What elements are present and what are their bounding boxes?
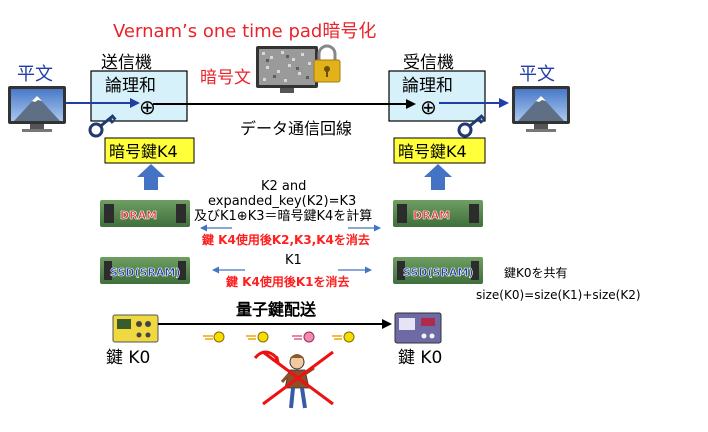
up-arrow-receiver bbox=[424, 164, 452, 190]
up-arrow-sender bbox=[137, 164, 165, 190]
receiver-xor-label: 論理和 bbox=[402, 76, 453, 96]
plaintext-left-label: 平文 bbox=[17, 64, 53, 85]
cross-mark-icon bbox=[262, 350, 334, 406]
plaintext-right-label: 平文 bbox=[519, 64, 555, 85]
key-k4-label-sender: 暗号鍵K4 bbox=[109, 142, 178, 161]
photon-2 bbox=[246, 331, 269, 343]
key-k4-label-receiver: 暗号鍵K4 bbox=[398, 142, 467, 161]
ssd-erase-note: 鍵 K4使用後K1を消去 bbox=[226, 274, 349, 289]
sender-xor-label: 論理和 bbox=[105, 76, 156, 96]
ssd-chip-right: SSD(SRAM) bbox=[393, 257, 483, 284]
dram-erase-note: 鍵 K4使用後K2,K3,K4を消去 bbox=[202, 232, 370, 247]
receiver-xor-box bbox=[388, 70, 486, 122]
key-k4-box-sender bbox=[104, 137, 195, 164]
shared-key-note: 鍵K0を共有 bbox=[504, 265, 568, 280]
sender-xor-symbol: ⊕ bbox=[139, 95, 156, 119]
ciphertext-label: 暗号文 bbox=[200, 68, 251, 88]
photon-4 bbox=[332, 331, 355, 343]
dram-text-line2: expanded_key(K2)=K3 bbox=[208, 194, 356, 209]
dram-chip-right: DRAM bbox=[393, 200, 483, 227]
diagram-title: Vernam’s one time pad暗号化 bbox=[113, 21, 376, 42]
sender-xor-box bbox=[90, 70, 188, 122]
padlock-icon bbox=[313, 44, 341, 83]
photon-1 bbox=[203, 331, 225, 343]
qkd-receiver-device bbox=[394, 312, 442, 344]
ssd-text-line1: K1 bbox=[285, 253, 302, 268]
dram-text-line3: 及びK1⊕K3＝暗号鍵K4を計算 bbox=[194, 208, 372, 224]
dram-chip-left: DRAM bbox=[100, 200, 190, 227]
key-icon-sender bbox=[88, 114, 117, 138]
key-k0-sender-label: 鍵 K0 bbox=[106, 348, 150, 368]
plaintext-monitor-left bbox=[8, 86, 66, 132]
ssd-chip-left: SSD(SRAM) bbox=[100, 257, 190, 284]
dram-text-line1: K2 and bbox=[261, 179, 306, 194]
sender-label: 送信機 bbox=[101, 53, 152, 73]
key-size-formula: size(K0)=size(K1)+size(K2) bbox=[476, 288, 641, 302]
svg-text:SSD(SRAM): SSD(SRAM) bbox=[110, 266, 180, 279]
photon-3 bbox=[292, 331, 315, 343]
svg-text:DRAM: DRAM bbox=[413, 209, 450, 222]
key-k0-receiver-label: 鍵 K0 bbox=[398, 348, 442, 368]
receiver-xor-symbol: ⊕ bbox=[420, 95, 437, 119]
key-k4-box-receiver bbox=[393, 137, 486, 164]
receiver-label: 受信機 bbox=[403, 53, 454, 73]
qkd-label: 量子鍵配送 bbox=[236, 300, 317, 319]
plaintext-monitor-right bbox=[512, 86, 570, 132]
key-icon-receiver bbox=[457, 114, 486, 138]
channel-label: データ通信回線 bbox=[240, 119, 352, 138]
eavesdropper-figure bbox=[253, 350, 315, 409]
qkd-sender-device bbox=[112, 314, 159, 343]
svg-text:SSD(SRAM): SSD(SRAM) bbox=[403, 266, 473, 279]
ciphertext-monitor bbox=[256, 46, 318, 93]
svg-text:DRAM: DRAM bbox=[120, 209, 157, 222]
